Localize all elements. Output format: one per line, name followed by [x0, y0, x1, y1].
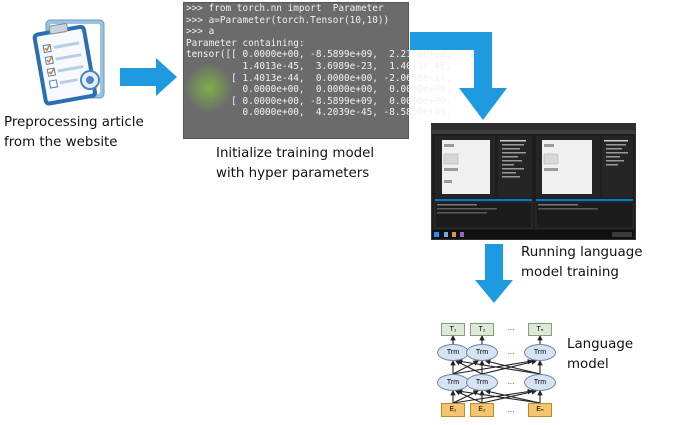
- ellipsis-label: ...: [507, 377, 515, 386]
- trm-node: Trm: [524, 374, 556, 391]
- trm-label: Trm: [446, 349, 460, 356]
- code-line: >>> a: [186, 26, 215, 38]
- arrow-elbow-down: [410, 30, 510, 122]
- code-block: >>> from torch.nn import Parameter >>> a…: [186, 3, 451, 119]
- output-token-label: Tₙ: [536, 326, 544, 333]
- ellipsis-label: ...: [507, 405, 515, 414]
- trm-node: Trm: [466, 344, 498, 361]
- step2-caption: Initialize training model with hyper par…: [216, 144, 416, 184]
- language-model-diagram: T₁ T₂ ... Tₙ Trm Trm ... Trm Trm Trm ...…: [432, 318, 562, 420]
- code-line: Parameter containing:: [186, 37, 305, 49]
- code-line: >>> a=Parameter(torch.Tensor(10,10)): [186, 14, 390, 26]
- trm-node: Trm: [437, 344, 469, 361]
- trm-label: Trm: [533, 379, 547, 386]
- trm-label: Trm: [446, 379, 460, 386]
- embedding-token-box: E₂: [470, 403, 494, 417]
- step1-caption: Preprocessing article from the website: [4, 113, 174, 153]
- trm-node: Trm: [437, 374, 469, 391]
- step2-caption-line2: with hyper parameters: [216, 166, 370, 181]
- document-checklist-icon: [28, 14, 110, 110]
- arrow-down: [474, 244, 514, 304]
- output-token-box: T₁: [441, 323, 465, 336]
- output-token-label: T₂: [478, 326, 486, 333]
- code-line: 1.4013e-45, 3.6989e-23, 1.4013e-45,: [186, 60, 452, 72]
- output-token-label: T₁: [449, 326, 457, 333]
- trm-node: Trm: [524, 344, 556, 361]
- code-line: tensor([[ 0.0000e+00, -8.5899e+09, 2.219…: [186, 49, 452, 61]
- step2-caption-line1: Initialize training model: [216, 146, 375, 161]
- embedding-token-label: E₂: [478, 406, 486, 413]
- step4-caption-line1: Language model: [567, 337, 634, 372]
- ide-screenshot: [431, 123, 636, 240]
- ellipsis-label: ...: [507, 323, 515, 332]
- output-token-box: Tₙ: [528, 323, 552, 336]
- code-line: >>> from torch.nn import Parameter: [186, 3, 384, 14]
- embedding-token-label: Eₙ: [536, 406, 544, 413]
- ellipsis-label: ...: [507, 347, 515, 356]
- step3-caption-line2: model training: [521, 265, 619, 280]
- step4-caption: Language model: [567, 335, 675, 375]
- code-line: 0.0000e+00, 0.0000e+00, 0.0000e+00,: [186, 84, 452, 96]
- code-screenshot: >>> from torch.nn import Parameter >>> a…: [183, 2, 451, 139]
- code-line: 0.0000e+00, 4.2039e-45, -8.5899e+09,: [186, 107, 452, 119]
- embedding-token-box: E₁: [441, 403, 465, 417]
- trm-label: Trm: [475, 379, 489, 386]
- step1-caption-line1: Preprocessing article: [4, 115, 144, 130]
- embedding-token-box: Eₙ: [528, 403, 552, 417]
- trm-label: Trm: [475, 349, 489, 356]
- embedding-token-label: E₁: [449, 406, 457, 413]
- trm-label: Trm: [533, 349, 547, 356]
- trm-node: Trm: [466, 374, 498, 391]
- step1-caption-line2: from the website: [4, 135, 118, 150]
- code-line: [ 1.4013e-44, 0.0000e+00, -2.0658e-14,: [186, 72, 452, 84]
- step3-caption: Running language model training: [521, 243, 671, 283]
- step3-caption-line1: Running language: [521, 245, 643, 260]
- output-token-box: T₂: [470, 323, 494, 336]
- code-line: [ 0.0000e+00, -8.5899e+09, 0.0000e+00,: [186, 95, 452, 107]
- arrow-right-1: [120, 58, 178, 96]
